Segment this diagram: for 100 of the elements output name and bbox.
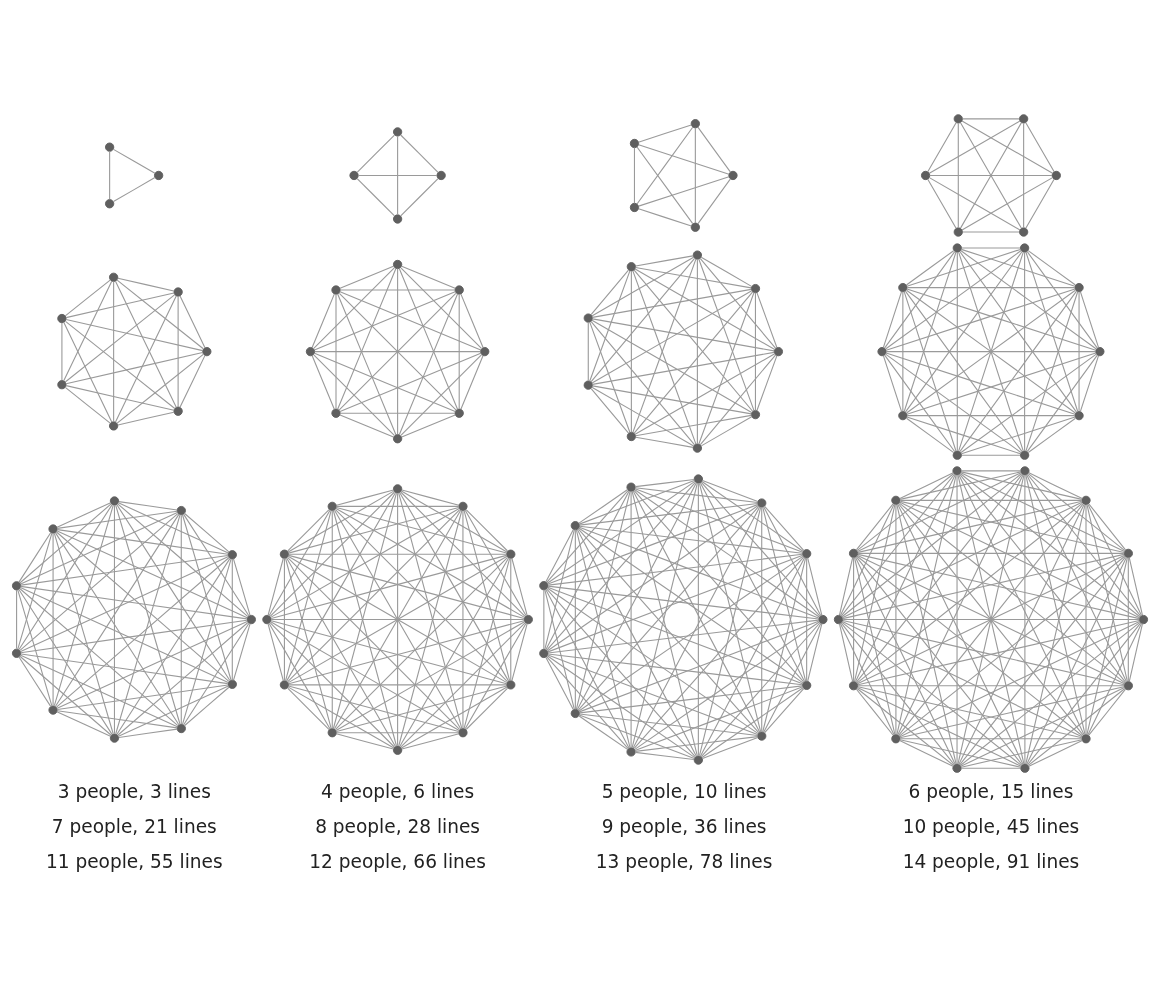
node-circle: [898, 282, 908, 293]
connector: [113, 281, 115, 423]
connector: [1128, 556, 1143, 616]
connector: [763, 506, 822, 617]
connector: [927, 122, 957, 173]
node-circle: [1020, 466, 1030, 476]
connector: [335, 508, 526, 618]
node-circle: [154, 170, 164, 181]
node-circle: [506, 680, 516, 690]
connector: [1026, 473, 1142, 617]
connector: [339, 265, 395, 289]
connector: [578, 715, 628, 750]
connector: [117, 502, 229, 554]
node-circle: [349, 170, 359, 181]
node-circle: [539, 581, 549, 591]
connector: [763, 688, 805, 734]
connector: [634, 478, 695, 488]
connector: [270, 621, 460, 732]
connector: [334, 556, 509, 731]
connector: [579, 685, 803, 714]
connector: [635, 414, 752, 437]
connector: [52, 532, 54, 707]
connector: [961, 120, 1054, 174]
connector: [56, 710, 178, 729]
connector: [268, 509, 331, 617]
connector: [591, 288, 752, 318]
connector: [56, 620, 248, 709]
connector: [841, 473, 1023, 618]
node-circle: [392, 745, 403, 755]
connector: [547, 586, 804, 685]
connector: [959, 473, 1141, 618]
connector: [961, 247, 1021, 249]
connector: [547, 619, 820, 654]
connector: [633, 291, 754, 434]
connector: [697, 178, 731, 225]
connector: [856, 687, 1022, 767]
connector: [463, 510, 511, 682]
node-circle: [877, 346, 887, 357]
connector: [961, 454, 1021, 456]
connector: [904, 290, 1023, 453]
connector: [336, 685, 508, 733]
connector: [1127, 557, 1129, 682]
connector: [1079, 355, 1099, 412]
connector: [20, 585, 248, 620]
connector: [634, 621, 820, 750]
node-circle: [953, 227, 963, 237]
node-circle: [392, 259, 403, 270]
node-circle: [109, 272, 119, 282]
node-circle: [11, 581, 22, 591]
connector: [463, 557, 511, 729]
connector: [856, 688, 955, 766]
node-circle: [458, 728, 468, 738]
connector: [63, 321, 113, 423]
label: 13 people, 78 lines: [595, 851, 773, 873]
connector: [839, 623, 895, 736]
node-circle: [728, 170, 738, 181]
connector: [287, 686, 395, 749]
connector: [590, 320, 696, 446]
connector: [575, 529, 631, 749]
connector: [635, 255, 694, 267]
connector: [896, 504, 957, 765]
connector: [547, 554, 804, 653]
connector: [857, 686, 1083, 739]
connector: [855, 473, 1023, 683]
connector: [700, 256, 753, 287]
connector: [65, 318, 204, 352]
connector: [331, 510, 333, 729]
connector: [906, 287, 1076, 289]
connector: [906, 352, 1097, 415]
connector: [700, 416, 753, 447]
connector: [400, 354, 482, 436]
connector: [574, 529, 576, 710]
node-circle: [1019, 450, 1030, 460]
connector: [898, 555, 1126, 737]
connector: [701, 480, 759, 503]
node-circle: [690, 119, 700, 129]
connector: [885, 249, 1022, 350]
connector: [958, 251, 1024, 452]
connector: [807, 557, 823, 616]
node-circle: [953, 114, 963, 124]
connector: [55, 557, 230, 708]
connector: [183, 686, 230, 727]
connector: [961, 177, 1054, 231]
connector: [545, 490, 630, 651]
connector: [960, 687, 1125, 767]
connector: [397, 135, 399, 216]
connector: [179, 355, 206, 408]
connector: [18, 532, 52, 583]
label: 11 people, 55 lines: [45, 851, 223, 873]
node-circle: [570, 521, 580, 531]
connector: [55, 531, 230, 682]
node-circle: [1019, 227, 1029, 237]
connector: [283, 557, 285, 682]
connector: [114, 295, 177, 423]
connector: [591, 386, 695, 447]
connector: [56, 711, 111, 737]
connector: [634, 736, 759, 752]
node-circle: [891, 734, 901, 744]
connector: [698, 258, 755, 412]
connector: [112, 148, 156, 174]
